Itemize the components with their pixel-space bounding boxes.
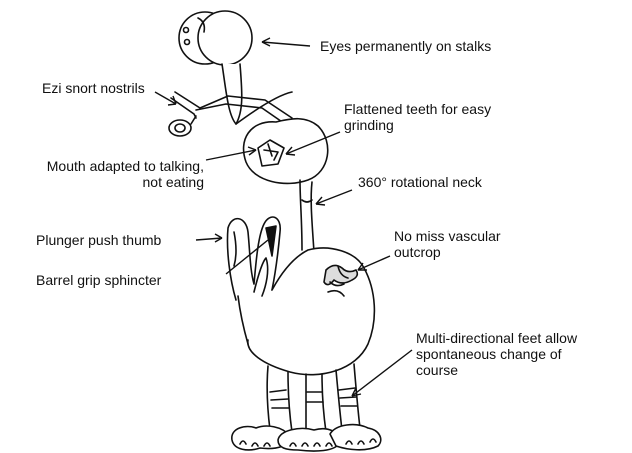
label-vascular: No miss vascular outcrop	[394, 228, 501, 260]
label-neck-line: 360° rotational neck	[358, 174, 482, 190]
neck	[300, 180, 314, 252]
label-teeth: Flattened teeth for easy grinding	[344, 101, 491, 133]
feet	[232, 425, 381, 451]
label-eyes-line: Eyes permanently on stalks	[320, 38, 491, 54]
label-neck: 360° rotational neck	[358, 174, 482, 190]
label-vascular-line-1: No miss vascular	[394, 228, 501, 244]
label-feet-line-3: course	[416, 362, 577, 378]
eye-balls	[179, 11, 252, 65]
label-feet-line-1: Multi-directional feet allow	[416, 330, 577, 346]
label-sphincter: Barrel grip sphincter	[36, 272, 161, 288]
label-thumb-line: Plunger push thumb	[36, 232, 161, 248]
head	[244, 119, 328, 184]
body	[248, 248, 375, 375]
label-vascular-line-2: outcrop	[394, 244, 501, 260]
label-mouth: Mouth adapted to talking, not eating	[10, 158, 204, 190]
sphincter-arrow	[226, 240, 268, 274]
label-nostrils: Ezi snort nostrils	[42, 80, 145, 96]
label-feet: Multi-directional feet allow spontaneous…	[416, 330, 577, 378]
nostrils-arrow	[155, 92, 176, 104]
label-nostrils-line: Ezi snort nostrils	[42, 80, 145, 96]
label-sphincter-line: Barrel grip sphincter	[36, 272, 161, 288]
label-eyes: Eyes permanently on stalks	[320, 38, 491, 54]
label-mouth-line-1: Mouth adapted to talking,	[10, 158, 204, 174]
label-teeth-line-1: Flattened teeth for easy	[344, 101, 491, 117]
eye-stalk	[222, 64, 242, 124]
label-teeth-line-2: grinding	[344, 117, 491, 133]
feet-arrow	[352, 350, 412, 396]
label-thumb: Plunger push thumb	[36, 232, 161, 248]
label-mouth-line-2: not eating	[10, 174, 204, 190]
label-feet-line-2: spontaneous change of	[416, 346, 577, 362]
